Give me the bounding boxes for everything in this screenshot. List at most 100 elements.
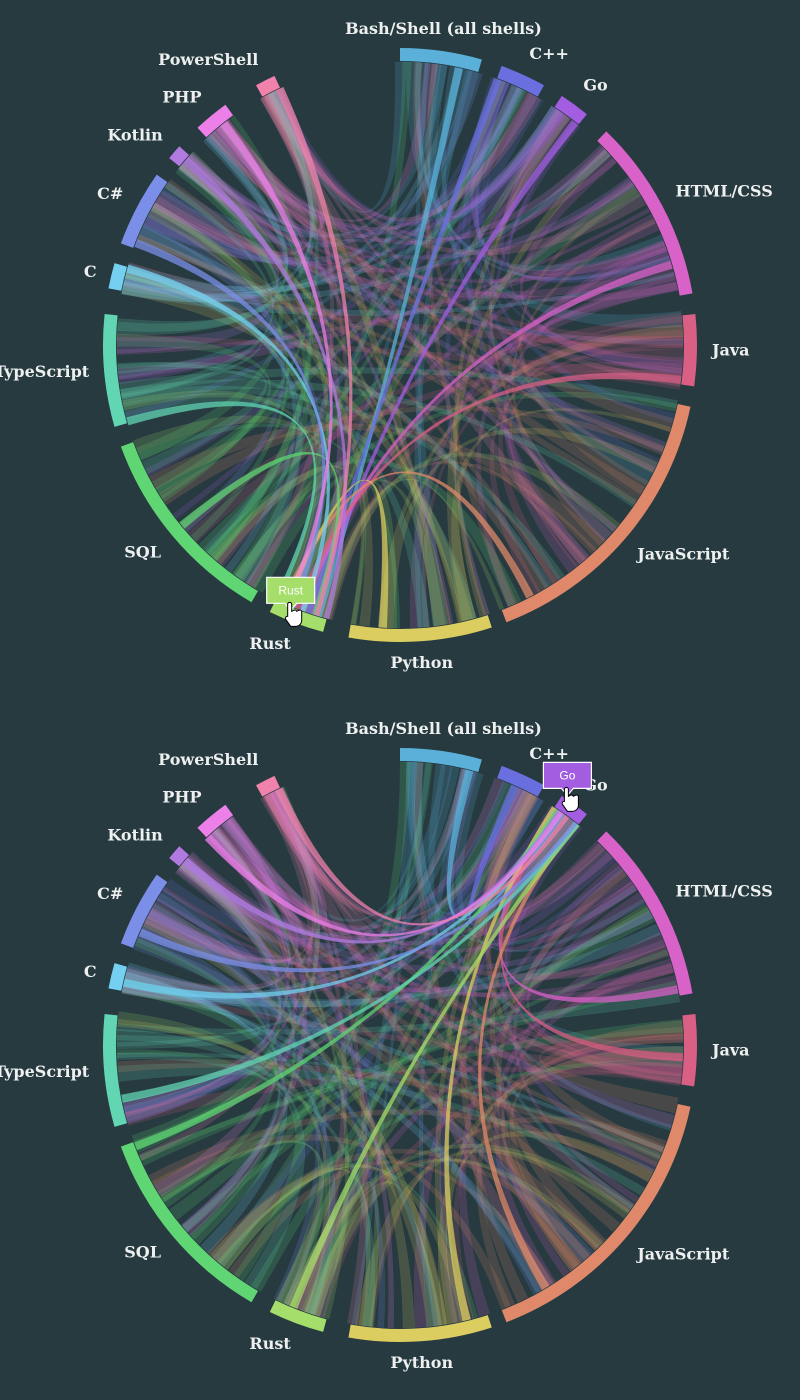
ribbon-go-powershell: [266, 88, 567, 226]
arc-go[interactable]: [554, 95, 587, 125]
ribbon-javascript-c: [151, 901, 541, 1295]
ribbon-bash-shell-all-shells-c: [427, 64, 524, 212]
label-powershell: PowerShell: [158, 750, 258, 769]
arc-kotlin[interactable]: [169, 146, 189, 167]
ribbon-c-php: [149, 135, 293, 265]
ribbon-python-typescript: [116, 1052, 376, 1327]
arc-html-css[interactable]: [597, 831, 693, 996]
arc-typescript[interactable]: [102, 1013, 128, 1127]
highlight-ribbons: [121, 769, 684, 1322]
ribbon-rust-powershell: [269, 790, 348, 1313]
ribbon-c-powershell: [124, 788, 317, 993]
arc-java[interactable]: [681, 1013, 697, 1087]
ribbon-html-css-sql: [181, 907, 655, 1233]
ribbon-java-sql: [187, 361, 683, 543]
ribbon-bash-shell-all-shells-php: [221, 62, 438, 222]
ribbon-go-php: [210, 110, 565, 236]
arc-c[interactable]: [497, 65, 544, 97]
ribbon-python-c: [142, 916, 448, 1326]
ribbon-bash-shell-all-shells-java: [406, 61, 683, 328]
tooltip-text: Go: [559, 768, 575, 782]
label-c: C: [84, 262, 97, 281]
arc-c[interactable]: [108, 963, 128, 991]
ribbon-typescript-c: [116, 988, 261, 1050]
ribbon-bash-shell-all-shells-java: [407, 761, 684, 1053]
arc-sql[interactable]: [120, 442, 259, 603]
ribbon-javascript-typescript: [116, 1052, 662, 1161]
label-kotlin: Kotlin: [107, 825, 163, 844]
label-kotlin: Kotlin: [107, 125, 163, 144]
ribbon-bash-shell-all-shells-javascript: [441, 66, 654, 486]
ribbon-go-c: [143, 107, 560, 266]
ribbon-sql-kotlin: [131, 862, 282, 1150]
ribbon-c-javascript: [459, 789, 538, 1303]
ribbon-c-go: [473, 93, 571, 226]
arc-typescript[interactable]: [102, 313, 128, 427]
ribbon-javascript-typescript: [117, 1059, 661, 1167]
arc-c[interactable]: [120, 874, 168, 948]
label-bash-shell-all-shells: Bash/Shell (all shells): [345, 719, 542, 738]
arc-powershell[interactable]: [256, 75, 280, 97]
arc-powershell[interactable]: [256, 775, 280, 797]
ribbon-javascript-rust: [318, 452, 620, 620]
ribbon-c-powershell: [263, 787, 527, 920]
arc-python[interactable]: [348, 615, 492, 642]
ribbon-java-javascript: [539, 1026, 684, 1114]
label-c: C++: [529, 744, 569, 763]
ribbon-html-css-c: [122, 923, 661, 1008]
arc-bash-shell-all-shells[interactable]: [400, 748, 482, 773]
ribbon-javascript-powershell: [264, 789, 554, 1291]
arc-sql[interactable]: [120, 1142, 259, 1303]
ribbon-javascript-sql: [151, 1134, 511, 1310]
ribbon-sql-c: [142, 213, 286, 533]
tooltip-text: Rust: [278, 583, 303, 597]
ribbon-bash-shell-all-shells-javascript: [424, 63, 518, 607]
ribbon-javascript-python: [457, 464, 587, 616]
ribbon-html-css-javascript: [496, 868, 628, 1272]
arc-php[interactable]: [197, 804, 234, 838]
label-java: Java: [710, 340, 750, 359]
arc-c[interactable]: [108, 263, 128, 291]
ribbon-rust-sql: [161, 1141, 327, 1308]
ribbon-sql-powershell: [160, 90, 319, 503]
ribbon-rust-kotlin-highlight: [182, 157, 348, 620]
ribbon-c-c: [121, 786, 522, 1003]
ribbon-java-typescript: [124, 1067, 682, 1126]
ribbon-html-css-sql: [214, 178, 636, 567]
arc-java[interactable]: [681, 313, 697, 387]
arc-kotlin[interactable]: [169, 846, 189, 867]
ribbon-go-php-highlight: [204, 810, 565, 937]
ribbon-html-css-python: [413, 861, 620, 1328]
ribbon-c-rust: [275, 789, 529, 1305]
ribbon-html-css-rust: [305, 272, 676, 615]
arc-html-css[interactable]: [597, 131, 693, 296]
ribbon-python-powershell: [273, 789, 369, 1326]
ribbon-html-css-typescript: [117, 208, 651, 381]
arc-python[interactable]: [348, 1315, 492, 1342]
ribbon-sql-typescript: [116, 1028, 306, 1290]
chord-diagram-svg: Bash/Shell (all shells)C++GoHTML/CSSJava…: [0, 719, 773, 1372]
ribbon-c-c: [142, 86, 522, 265]
ribbon-bash-shell-all-shells-powershell: [260, 768, 470, 916]
arc-bash-shell-all-shells[interactable]: [400, 48, 482, 73]
ribbon-html-css-powershell: [266, 791, 606, 936]
ribbon-rust-typescript-highlight: [126, 401, 317, 602]
ribbon-bash-shell-all-shells-javascript: [405, 761, 672, 1131]
label-php: PHP: [162, 787, 201, 806]
arc-c[interactable]: [497, 765, 544, 797]
arc-php[interactable]: [197, 104, 234, 138]
ribbon-c-html-css: [477, 791, 605, 935]
ribbon-html-css-javascript: [518, 186, 649, 495]
ribbon-javascript-rust: [315, 461, 597, 619]
arc-rust[interactable]: [269, 1300, 327, 1332]
ribbon-javascript-c: [164, 178, 558, 584]
ribbon-go-sql-highlight: [134, 807, 560, 1151]
tooltip-box: [542, 761, 592, 797]
label-c: C++: [529, 44, 569, 63]
ribbon-python-sql: [210, 464, 365, 625]
ribbon-html-css-kotlin: [186, 153, 635, 260]
arc-c[interactable]: [120, 174, 168, 248]
ribbon-typescript-c: [122, 908, 270, 1113]
chord-diagram-svg: Bash/Shell (all shells)C++GoHTML/CSSJava…: [0, 19, 773, 672]
ribbon-javascript-typescript: [120, 379, 637, 508]
